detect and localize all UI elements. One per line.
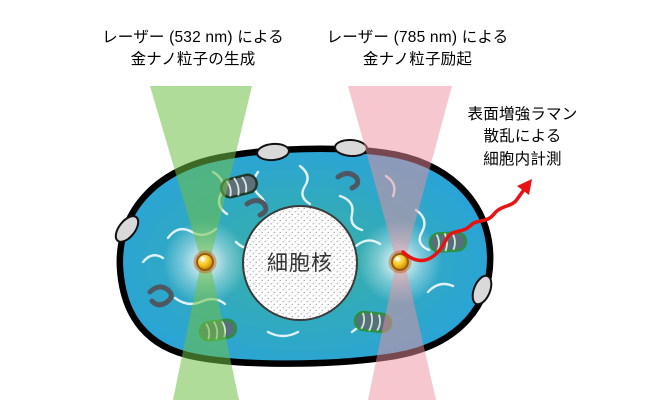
pink-beam-lower-cone bbox=[368, 268, 436, 400]
sers-arrow-head bbox=[517, 179, 532, 195]
nucleus-label: 細胞核 bbox=[267, 252, 333, 275]
membrane-oval-left bbox=[114, 215, 140, 243]
pink-beam-upper-cone bbox=[348, 86, 452, 256]
sers-arrow-squiggle bbox=[401, 189, 525, 263]
laser-532-label-line2: 金ナノ粒子の生成 bbox=[130, 51, 256, 69]
sers-label: 表面増強ラマン 散乱による 細胞内計測 bbox=[445, 104, 600, 171]
sers-label-line2: 散乱による bbox=[483, 128, 562, 146]
laser-785-label-line2: 金ナノ粒子励起 bbox=[362, 51, 473, 69]
sers-label-line3: 細胞内計測 bbox=[483, 150, 562, 168]
membrane-oval-top-right bbox=[334, 138, 368, 158]
laser-532-label-line1: レーザー (532 nm) による bbox=[102, 29, 284, 46]
organelle-squiggles bbox=[147, 171, 361, 308]
sers-label-line1: 表面増強ラマン bbox=[467, 106, 578, 123]
mitochondrion-green-3 bbox=[428, 231, 468, 253]
pink-laser-beam bbox=[348, 86, 452, 400]
laser-785-label-line1: レーザー (785 nm) による bbox=[326, 29, 509, 46]
sers-signal-arrow bbox=[401, 179, 532, 263]
membrane-proteins bbox=[114, 138, 493, 306]
gold-nanoparticle-right bbox=[388, 250, 412, 274]
membrane-oval-top-left bbox=[256, 142, 290, 162]
gold-nanoparticle-left bbox=[193, 250, 217, 274]
nucleus bbox=[242, 205, 358, 321]
green-beam-lower-cone bbox=[173, 268, 239, 400]
laser-785-label: レーザー (785 nm) による 金ナノ粒子励起 bbox=[305, 27, 530, 72]
green-beam-upper-cone bbox=[150, 86, 252, 256]
laser-532-label: レーザー (532 nm) による 金ナノ粒子の生成 bbox=[73, 27, 313, 72]
green-laser-beam bbox=[150, 86, 252, 400]
membrane-oval-right bbox=[471, 274, 493, 306]
